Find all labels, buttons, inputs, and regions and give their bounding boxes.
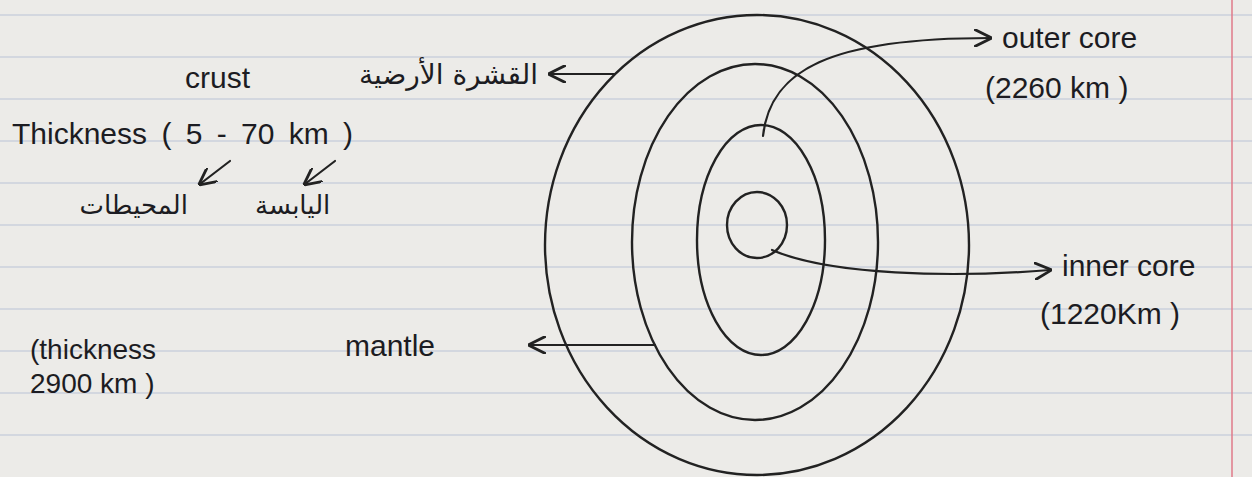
leader-arrow — [530, 344, 655, 346]
thickness-note: (thickness 2900 km ) — [30, 333, 205, 400]
inner-core-circle — [727, 192, 787, 258]
layer-name: mantle — [345, 328, 435, 364]
crust-circle — [545, 15, 969, 475]
thickness-note: Thickness ( 5 - 70 km ) — [12, 116, 353, 152]
layer-name: crust — [185, 60, 250, 96]
layer-name: inner core — [1062, 248, 1195, 284]
margin-line — [1231, 0, 1233, 477]
mantle-circle — [632, 64, 878, 420]
layer-name-arabic: القشرة الأرضية — [359, 58, 538, 92]
note-arabic: اليابسة — [255, 190, 330, 221]
leader-arrow — [763, 38, 990, 136]
note-arabic: المحيطات — [79, 190, 188, 221]
leader-arrow — [772, 250, 1050, 274]
leader-arrow — [550, 73, 614, 75]
outer-core-circle — [697, 125, 825, 355]
layer-name: outer core — [1002, 20, 1137, 56]
thickness-note: (2260 km ) — [985, 70, 1128, 106]
ruled-lines — [0, 15, 1252, 435]
leader-arrow — [305, 161, 335, 184]
leader-arrow — [200, 161, 230, 184]
thickness-note: (1220Km ) — [1040, 296, 1180, 332]
